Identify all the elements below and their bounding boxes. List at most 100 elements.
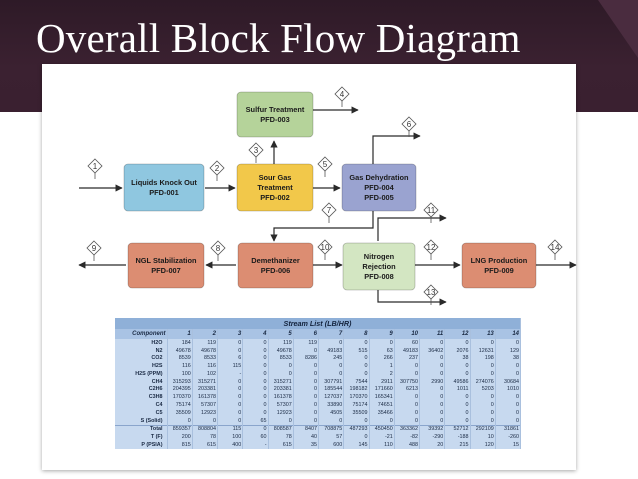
marker-diamond xyxy=(401,116,417,132)
block-label-line: PFD-004 xyxy=(364,183,394,192)
table-cell: 0 xyxy=(444,362,471,371)
table-cell: 600 xyxy=(318,441,345,449)
table-cell: 487293 xyxy=(343,424,370,434)
table-cell: 75174 xyxy=(343,401,370,409)
table-cell: 145 xyxy=(343,441,370,449)
marker-diamond xyxy=(334,86,350,102)
table-cell: 0 xyxy=(343,416,370,426)
stream-marker-6: 6 xyxy=(401,116,417,137)
block-label-line: Liquids Knock Out xyxy=(131,178,197,187)
table-cell: 0 xyxy=(268,370,294,378)
table-cell: -82 xyxy=(394,433,421,442)
marker-diamond xyxy=(87,158,103,174)
table-cell: 0 xyxy=(217,377,244,386)
column-header: 4 xyxy=(242,329,269,340)
table-cell: 0 xyxy=(419,370,446,378)
table-cell: 0 xyxy=(242,408,269,417)
marker-number: 1 xyxy=(93,162,98,171)
table-cell: 0 xyxy=(495,416,522,426)
table-cell: 0 xyxy=(394,362,421,371)
table-cell: 0 xyxy=(242,401,269,409)
row-label: C2H6 xyxy=(115,385,168,394)
table-cell: 488 xyxy=(394,441,421,449)
table-cell: 12631 xyxy=(470,346,496,355)
stream-marker-2: 2 xyxy=(209,160,225,181)
block-label-line: Sulfur Treatment xyxy=(246,105,305,114)
column-header: 10 xyxy=(394,329,421,340)
row-label: N2 xyxy=(115,346,168,355)
row-label: C3H8 xyxy=(115,393,168,402)
row-label: H2O xyxy=(115,339,168,347)
block-box xyxy=(236,163,314,212)
table-cell: 0 xyxy=(419,408,446,417)
flow-lines xyxy=(78,106,577,306)
table-cell: 400 xyxy=(217,441,244,449)
marker-diamond xyxy=(86,240,102,256)
stream-marker-14: 14 xyxy=(547,239,563,260)
table-cell: 49678 xyxy=(268,346,294,355)
flow-line xyxy=(377,290,447,306)
block-label-line: Sour Gas xyxy=(259,173,292,182)
table-cell: 0 xyxy=(470,401,496,409)
table-cell: 6213 xyxy=(394,385,421,394)
stream-marker-12: 12 xyxy=(423,239,439,260)
stream-marker-13: 13 xyxy=(423,284,439,305)
column-header: 13 xyxy=(470,329,496,340)
table-cell: 0 xyxy=(444,393,471,402)
table-cell: 0 xyxy=(268,416,294,426)
stream-marker-4: 4 xyxy=(334,86,350,107)
table-cell: 49183 xyxy=(318,346,345,355)
table-cell: 0 xyxy=(293,401,320,409)
stream-marker-11: 11 xyxy=(423,202,439,223)
table-cell: 0 xyxy=(394,416,421,426)
table-cell: 363362 xyxy=(394,424,421,434)
stream-marker-7: 7 xyxy=(321,202,337,223)
table-cell: 5203 xyxy=(470,385,496,394)
column-header: 5 xyxy=(268,329,294,340)
marker-number: 5 xyxy=(323,160,328,169)
table-cell: 65 xyxy=(242,416,269,426)
block-label-line: NGL Stabilization xyxy=(135,256,197,265)
table-cell: 0 xyxy=(293,385,320,394)
table-cell: 185544 xyxy=(318,385,345,394)
table-cell: 170370 xyxy=(167,393,193,402)
table-cell: 171660 xyxy=(369,385,395,394)
table-cell: 0 xyxy=(217,385,244,394)
table-cell: 0 xyxy=(293,416,320,426)
column-header: 9 xyxy=(369,329,395,340)
block-label-line: Gas Dehydration xyxy=(349,173,409,182)
stream-marker-3: 3 xyxy=(248,142,264,163)
table-cell: 116 xyxy=(167,362,193,371)
block-box xyxy=(342,242,416,291)
table-cell: 0 xyxy=(217,346,244,355)
marker-diamond xyxy=(317,239,333,255)
table-cell: 0 xyxy=(293,408,320,417)
table-cell: 12923 xyxy=(268,408,294,417)
block-label-line: Rejection xyxy=(362,262,396,271)
table-cell: 808587 xyxy=(268,424,294,434)
table-cell: 204395 xyxy=(167,385,193,394)
marker-diamond xyxy=(423,284,439,300)
block-label-line: PFD-001 xyxy=(149,188,179,197)
block-label-line: Treatment xyxy=(257,183,293,192)
table-cell: 0 xyxy=(192,416,219,426)
table-cell: 0 xyxy=(444,401,471,409)
row-label: CH4 xyxy=(115,377,168,386)
block-box xyxy=(127,242,205,289)
marker-diamond xyxy=(547,239,563,255)
table-cell: 0 xyxy=(394,401,421,409)
column-header: 14 xyxy=(495,329,522,340)
table-cell: 35 xyxy=(293,441,320,449)
table-cell: 0 xyxy=(242,370,269,378)
table-cell: 127037 xyxy=(318,393,345,402)
table-cell: 815 xyxy=(167,441,193,449)
table-cell: 2076 xyxy=(444,346,471,355)
table-cell: 0 xyxy=(419,401,446,409)
table-cell: 1010 xyxy=(495,385,522,394)
